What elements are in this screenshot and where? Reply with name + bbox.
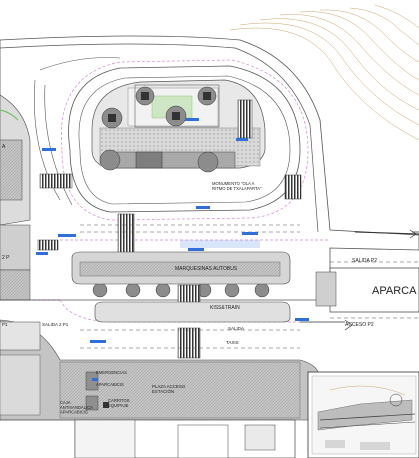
label-kiss-train: KISS&TRAIN xyxy=(210,305,240,311)
location-inset-map xyxy=(307,371,419,458)
topography-lines xyxy=(229,4,419,141)
label-left-2p: 2 P xyxy=(2,255,10,261)
right-parking xyxy=(300,229,419,331)
label-emergencias: EMERGENCIAS xyxy=(96,370,127,375)
label-taxis: TAXIS xyxy=(226,340,239,345)
label-left-p1: P1 xyxy=(2,322,8,327)
lane-markings xyxy=(80,224,419,349)
label-marquesinas: MARQUESINAS AUTOBUS xyxy=(175,266,238,272)
label-salida-2-p1: SALIDA 2 P1 xyxy=(42,322,69,327)
annotation-markers xyxy=(36,118,309,381)
left-building xyxy=(0,94,31,301)
label-left-a: A xyxy=(2,144,6,150)
trees xyxy=(92,86,270,298)
label-salida-p2: SALIDA P2 xyxy=(352,258,377,264)
bus-island xyxy=(71,240,291,323)
label-aparcamiento: APARCA xyxy=(372,285,417,297)
label-salida: SALIDA xyxy=(228,326,244,331)
station-plaza xyxy=(0,319,321,458)
label-acceso-p2: ACCESO P2 xyxy=(345,322,374,328)
label-aparcabicis: APARCABICIS xyxy=(96,382,124,387)
